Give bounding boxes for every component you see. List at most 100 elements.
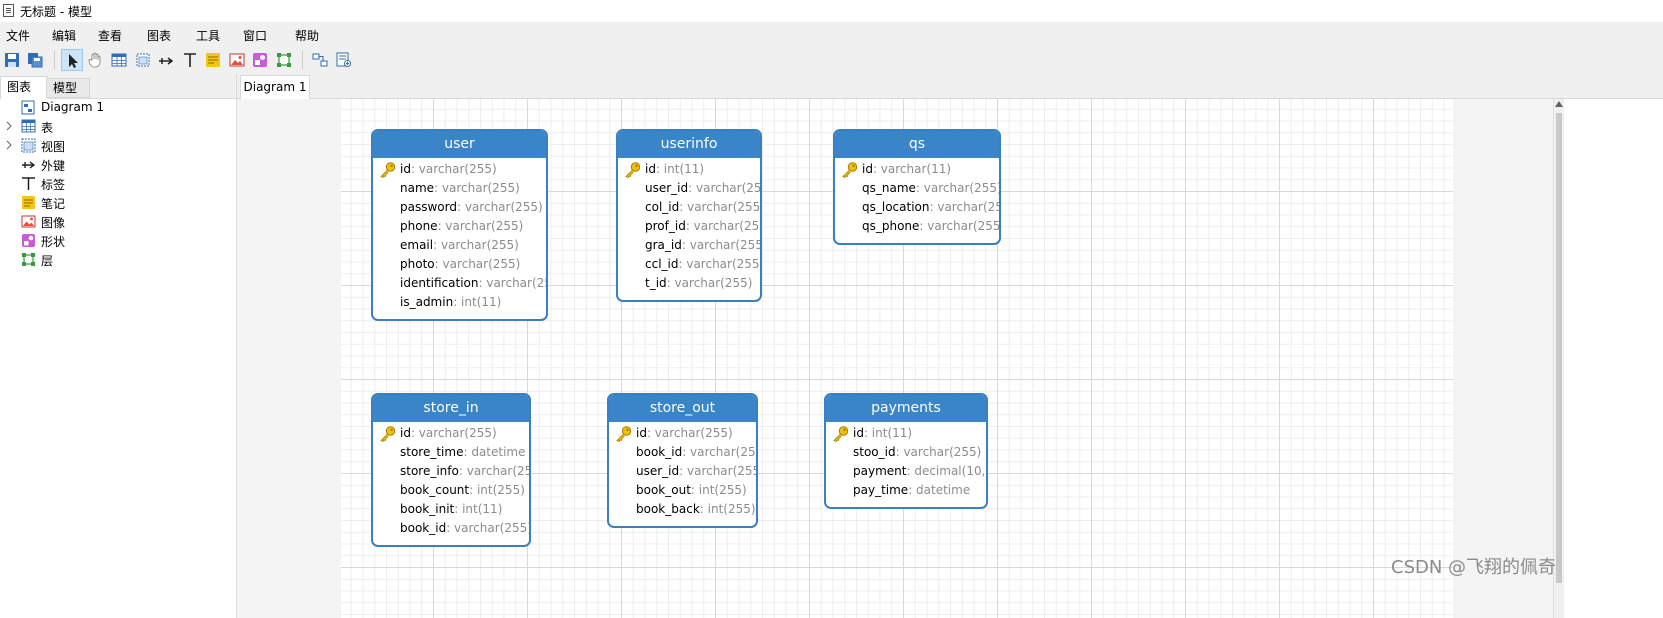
menu-edit[interactable]: 编辑 bbox=[52, 29, 77, 43]
column-name: t_id bbox=[645, 276, 667, 290]
menu-tools[interactable]: 工具 bbox=[196, 29, 221, 43]
tree-item-tables[interactable]: 表 bbox=[0, 117, 236, 136]
new-label-button[interactable] bbox=[179, 49, 201, 71]
save-as-button[interactable] bbox=[24, 49, 46, 71]
shape-icon bbox=[253, 53, 267, 67]
chevron-right-icon[interactable] bbox=[4, 121, 14, 131]
entity-column[interactable]: user_id: varchar(255) bbox=[618, 179, 760, 198]
column-type: : varchar(255) bbox=[685, 219, 760, 233]
entity-column[interactable]: name: varchar(255) bbox=[373, 179, 546, 198]
tree-item-labels[interactable]: 标签 bbox=[0, 174, 236, 193]
new-note-button[interactable] bbox=[202, 49, 224, 71]
tree-item-images[interactable]: 图像 bbox=[0, 212, 236, 231]
diagram-canvas-area[interactable]: user id: varchar(255) name: varchar(255)… bbox=[237, 99, 1553, 618]
column-name: is_admin bbox=[400, 295, 454, 309]
entity-column[interactable]: id: int(11) bbox=[618, 160, 760, 179]
entity-column[interactable]: photo: varchar(255) bbox=[373, 255, 546, 274]
entity-column[interactable]: gra_id: varchar(255) bbox=[618, 236, 760, 255]
menu-diagram[interactable]: 图表 bbox=[147, 29, 172, 43]
column-name: photo bbox=[400, 257, 435, 271]
diagram-canvas[interactable]: user id: varchar(255) name: varchar(255)… bbox=[341, 99, 1453, 618]
entity-column[interactable]: phone: varchar(255) bbox=[373, 217, 546, 236]
column-name: phone bbox=[400, 219, 438, 233]
entity-column[interactable]: is_admin: int(11) bbox=[373, 293, 546, 312]
scroll-up-icon[interactable] bbox=[1555, 101, 1563, 107]
entity-payments[interactable]: payments id: int(11) stoo_id: varchar(25… bbox=[824, 393, 988, 509]
entity-column[interactable]: qs_phone: varchar(255) bbox=[835, 217, 999, 236]
entity-column[interactable]: id: varchar(11) bbox=[835, 160, 999, 179]
entity-column[interactable]: book_init: int(11) bbox=[373, 500, 529, 519]
table-icon bbox=[21, 119, 36, 133]
entity-column[interactable]: store_time: datetime bbox=[373, 443, 529, 462]
tab-diagram-1[interactable]: Diagram 1 bbox=[240, 75, 310, 99]
new-table-button[interactable] bbox=[108, 49, 130, 71]
column-type: : varchar(255) bbox=[410, 426, 497, 440]
tree-item-diagram-1[interactable]: Diagram 1 bbox=[0, 98, 236, 117]
new-image-button[interactable] bbox=[226, 49, 248, 71]
chevron-right-icon[interactable] bbox=[4, 140, 14, 150]
column-type: : varchar(255) bbox=[433, 238, 519, 252]
entity-column[interactable]: t_id: varchar(255) bbox=[618, 274, 760, 293]
new-view-button[interactable] bbox=[132, 49, 154, 71]
entity-column[interactable]: id: varchar(255) bbox=[373, 424, 529, 443]
entity-column[interactable]: book_count: int(255) bbox=[373, 481, 529, 500]
entity-qs[interactable]: qs id: varchar(11) qs_name: varchar(255)… bbox=[833, 129, 1001, 245]
column-type: : int(255) bbox=[690, 483, 747, 497]
new-shape-button[interactable] bbox=[249, 49, 271, 71]
entity-column[interactable]: book_back: int(255) bbox=[609, 500, 756, 519]
entity-column[interactable]: user_id: varchar(255) bbox=[609, 462, 756, 481]
tree-item-foreign-keys[interactable]: 外键 bbox=[0, 155, 236, 174]
entity-store-out[interactable]: store_out id: varchar(255) book_id: varc… bbox=[607, 393, 758, 528]
column-type: : varchar(255) bbox=[437, 219, 524, 233]
entity-column[interactable]: pay_time: datetime bbox=[826, 481, 986, 500]
tree-item-shapes[interactable]: 形状 bbox=[0, 231, 236, 250]
menu-window[interactable]: 窗口 bbox=[243, 29, 268, 43]
menu-file[interactable]: 文件 bbox=[6, 29, 31, 43]
entity-column[interactable]: book_id: varchar(255) bbox=[609, 443, 756, 462]
entity-column[interactable]: id: varchar(255) bbox=[373, 160, 546, 179]
tree-item-views[interactable]: 视图 bbox=[0, 136, 236, 155]
vertical-scrollbar[interactable] bbox=[1553, 99, 1564, 618]
entity-column[interactable]: book_id: varchar(255) bbox=[373, 519, 529, 538]
new-layer-button[interactable] bbox=[273, 49, 295, 71]
scrollbar-thumb[interactable] bbox=[1556, 113, 1562, 583]
entity-column[interactable]: ccl_id: varchar(255) bbox=[618, 255, 760, 274]
entity-userinfo[interactable]: userinfo id: int(11) user_id: varchar(25… bbox=[616, 129, 762, 302]
new-foreign-key-button[interactable] bbox=[155, 49, 177, 71]
entity-column[interactable]: password: varchar(255) bbox=[373, 198, 546, 217]
layer-icon bbox=[277, 53, 291, 67]
entity-column[interactable]: qs_name: varchar(255) bbox=[835, 179, 999, 198]
entity-column[interactable]: stoo_id: varchar(255) bbox=[826, 443, 986, 462]
tab-model[interactable]: 模型 bbox=[46, 78, 90, 98]
menu-help[interactable]: 帮助 bbox=[295, 29, 320, 43]
save-as-icon bbox=[28, 53, 43, 68]
entity-column[interactable]: store_info: varchar(255) bbox=[373, 462, 529, 481]
column-name: name bbox=[400, 181, 435, 195]
menu-view[interactable]: 查看 bbox=[98, 29, 123, 43]
entity-column[interactable]: identification: varchar(255) bbox=[373, 274, 546, 293]
entity-column[interactable]: id: int(11) bbox=[826, 424, 986, 443]
tree-item-notes[interactable]: 笔记 bbox=[0, 193, 236, 212]
entity-column[interactable]: book_out: int(255) bbox=[609, 481, 756, 500]
tab-diagram[interactable]: 图表 bbox=[0, 76, 48, 99]
column-name: id bbox=[645, 162, 656, 176]
entity-store-in[interactable]: store_in id: varchar(255) store_time: da… bbox=[371, 393, 531, 547]
column-type: : int(255) bbox=[469, 483, 525, 497]
entity-column[interactable]: prof_id: varchar(255) bbox=[618, 217, 760, 236]
auto-layout-button[interactable] bbox=[309, 49, 331, 71]
toolbar-separator bbox=[302, 50, 303, 70]
hand-tool-button[interactable] bbox=[84, 49, 106, 71]
entity-column[interactable]: email: varchar(255) bbox=[373, 236, 546, 255]
image-icon bbox=[21, 215, 36, 228]
entity-column[interactable]: qs_location: varchar(255) bbox=[835, 198, 999, 217]
entity-column[interactable]: col_id: varchar(255) bbox=[618, 198, 760, 217]
entity-column[interactable]: payment: decimal(10, 2) bbox=[826, 462, 986, 481]
diagram-properties-button[interactable] bbox=[333, 49, 355, 71]
pointer-tool-button[interactable] bbox=[61, 49, 83, 71]
entity-column[interactable]: id: varchar(255) bbox=[609, 424, 756, 443]
save-button[interactable] bbox=[1, 49, 23, 71]
primary-key-icon bbox=[625, 162, 641, 178]
column-name: book_count bbox=[400, 483, 470, 497]
tree-item-layers[interactable]: 层 bbox=[0, 250, 236, 269]
entity-user[interactable]: user id: varchar(255) name: varchar(255)… bbox=[371, 129, 548, 321]
